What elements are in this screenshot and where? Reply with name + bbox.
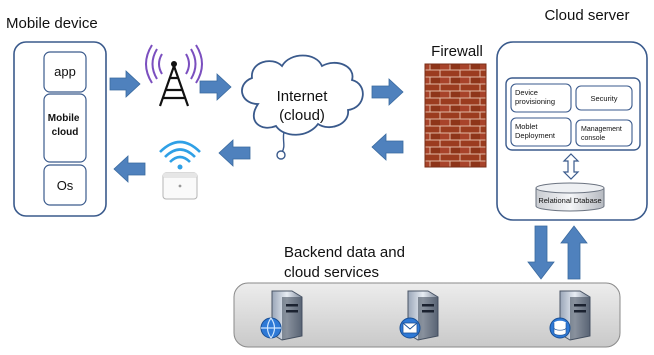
double-arrow-icon [562,153,580,180]
mobile-device-title: Mobile device [6,15,98,32]
cell-tower-icon [145,44,203,107]
moblet-deployment-box [510,117,572,147]
arrow-router-to-mobile [113,155,146,183]
security-box [575,85,633,111]
firewall-icon [424,63,487,168]
arrow-tower-to-internet [199,73,232,101]
arrow-internet-to-router [218,139,251,167]
arrow-internet-to-firewall [371,78,404,106]
mobile-device-box: app Mobile cloud Os [13,41,107,217]
arrow-server-to-backend [527,225,555,280]
moblet-deployment-label: Moblet Deployment [515,122,556,140]
mobile-cloud-box [43,93,87,163]
internet-cloud: Internet (cloud) [241,54,364,160]
mail-server-icon [399,290,439,341]
management-console-box [575,119,633,147]
mobile-cloud-label: Mobile cloud [48,113,82,138]
internet-label-line2: (cloud) [279,107,325,124]
firewall-label: Firewall [431,43,483,60]
relational-database: Relational Dtabase [535,182,605,212]
app-box [43,51,87,93]
arrow-backend-to-server [560,225,588,280]
management-console-label: Management console [581,126,624,142]
device-provisioning-box [510,83,572,113]
arrow-firewall-to-internet [371,133,404,161]
os-box [43,164,87,206]
app-label: app [54,64,76,79]
backend-label-line1: Backend data and [284,244,405,261]
internet-label-line1: Internet [277,88,329,105]
security-label: Security [590,94,617,103]
cloud-server-title: Cloud server [544,7,629,24]
wifi-router-icon [159,140,201,200]
cloud-server-box: Device provisioning Security Moblet Depl… [496,41,648,221]
web-server-icon [260,290,303,341]
database-server-icon [549,290,591,341]
device-provisioning-label: Device provisioning [515,88,555,106]
os-label: Os [57,178,74,193]
database-label: Relational Dtabase [538,196,601,205]
backend-services-panel [233,282,621,348]
backend-label-line2: cloud services [284,264,379,281]
arrow-mobile-to-tower [109,70,141,98]
